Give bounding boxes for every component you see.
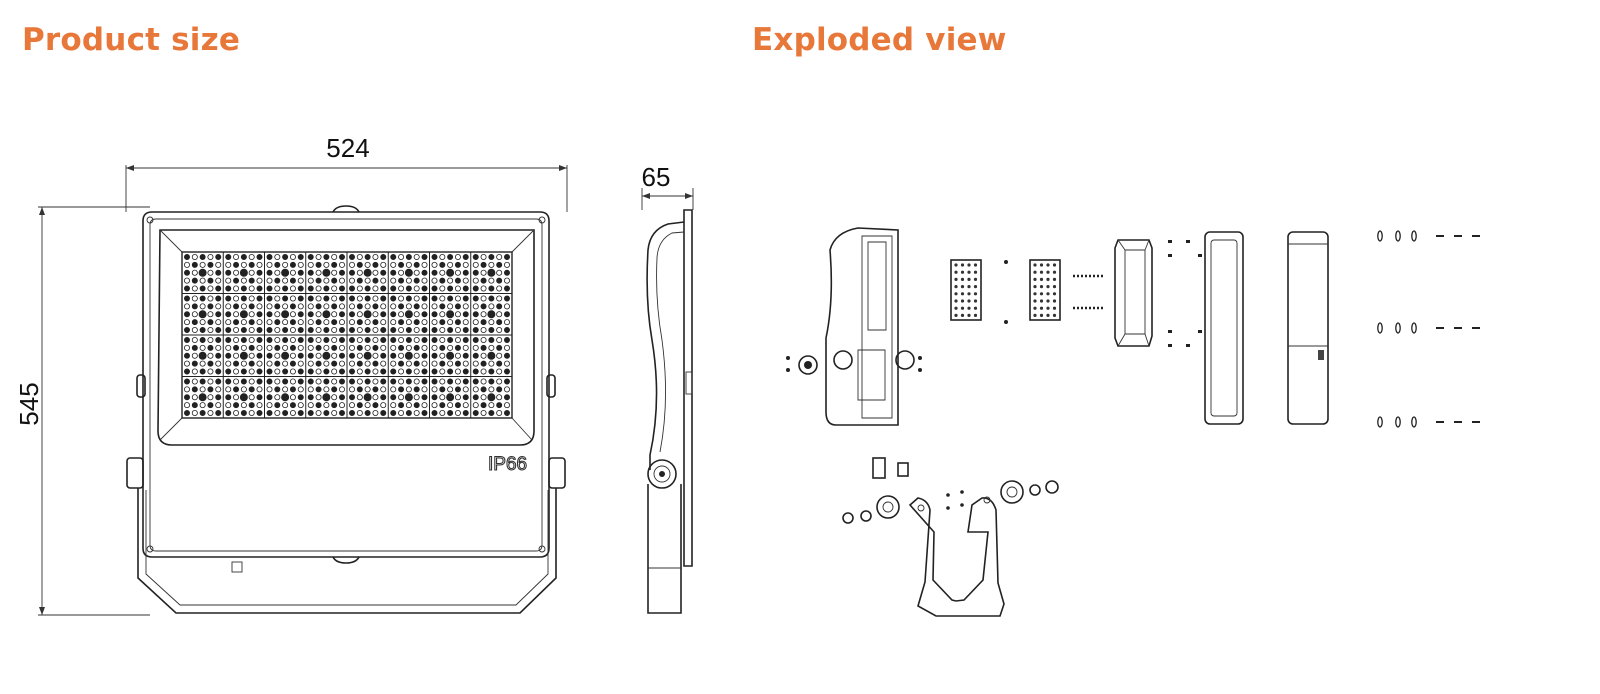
exploded-led-boards <box>950 259 1061 324</box>
depth-label: 65 <box>642 162 671 192</box>
height-label: 545 <box>14 382 44 425</box>
exploded-gasket <box>1204 231 1244 425</box>
exploded-bracket <box>842 457 1059 617</box>
front-view: 524 545 <box>14 133 568 616</box>
height-dimension-line <box>38 206 150 616</box>
depth-dimension-line <box>641 188 694 210</box>
led-module-grid <box>181 251 513 419</box>
exploded-screws <box>1073 274 1103 310</box>
width-label: 524 <box>326 133 369 163</box>
exploded-front-cover <box>1287 231 1329 425</box>
exploded-view <box>786 227 1480 617</box>
exploded-lens-frame <box>1114 239 1202 347</box>
exploded-fasteners <box>1377 230 1480 428</box>
side-view: 65 <box>641 162 694 614</box>
ip-rating-label: IP66 <box>488 454 527 475</box>
product-size-heading: Product size <box>22 22 241 58</box>
mounting-bracket <box>137 488 557 614</box>
exploded-view-heading: Exploded view <box>752 22 1007 58</box>
housing-outline <box>142 211 550 558</box>
exploded-housing <box>786 227 922 426</box>
width-dimension-line <box>125 165 568 212</box>
